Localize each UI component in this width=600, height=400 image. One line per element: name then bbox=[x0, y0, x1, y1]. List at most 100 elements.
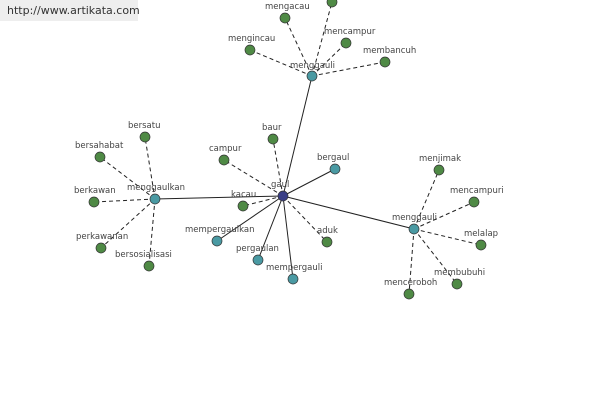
node-kacau-label: kacau bbox=[231, 190, 256, 200]
node-kacau[interactable]: kacau bbox=[231, 190, 256, 212]
node-bersatu-dot[interactable] bbox=[139, 131, 151, 143]
node-top-extra[interactable] bbox=[326, 0, 338, 8]
node-menceroboh[interactable]: menceroboh bbox=[384, 278, 437, 300]
node-berkawan[interactable]: berkawan bbox=[74, 186, 116, 208]
node-bergaul[interactable]: bergaul bbox=[317, 153, 349, 175]
node-mengincau-dot[interactable] bbox=[244, 44, 256, 56]
node-mengacau-label: mengacau bbox=[265, 2, 310, 12]
edge-menggauli-top-mengincau bbox=[249, 49, 313, 77]
node-gaul-label: gaul bbox=[271, 180, 289, 190]
node-membancuh[interactable]: membancuh bbox=[363, 46, 416, 68]
node-mengincau[interactable]: mengincau bbox=[228, 34, 275, 56]
node-pergaulan-dot[interactable] bbox=[252, 254, 264, 266]
edge-menggauli-right-menjimak bbox=[413, 169, 440, 230]
edge-gaul-mempergauli bbox=[282, 195, 294, 280]
edge-gaul-mempergaulkan bbox=[216, 195, 284, 242]
edge-menggauli-right-menceroboh bbox=[408, 228, 415, 295]
node-mencampuri-dot[interactable] bbox=[468, 196, 480, 208]
node-menjimak-label: menjimak bbox=[419, 154, 461, 164]
node-campur-dot[interactable] bbox=[218, 154, 230, 166]
edge-gaul-menggaulkan bbox=[154, 195, 284, 200]
node-bersatu-label: bersatu bbox=[128, 121, 160, 131]
graph-nodes: gaul menggauli menggaulkan menggauli bergaul… bbox=[74, 0, 504, 300]
node-baur-dot[interactable] bbox=[267, 133, 279, 145]
node-membubuhi-dot[interactable] bbox=[451, 278, 463, 290]
node-bersahabat-label: bersahabat bbox=[75, 141, 124, 151]
node-menceroboh-label: menceroboh bbox=[384, 278, 437, 288]
node-mempergaulkan-label: mempergaulkan bbox=[185, 225, 254, 235]
edge-gaul-bergaul bbox=[282, 168, 336, 197]
node-membancuh-dot[interactable] bbox=[379, 56, 391, 68]
edge-menggaulkan-bersahabat bbox=[99, 156, 156, 200]
node-campur[interactable]: campur bbox=[209, 144, 242, 166]
node-menggauli-right[interactable]: menggauli bbox=[392, 213, 437, 235]
edge-gaul-menggauli-right bbox=[282, 195, 415, 230]
node-bersosialisasi[interactable]: bersosialisasi bbox=[115, 250, 172, 272]
node-aduk[interactable]: aduk bbox=[317, 226, 338, 248]
node-gaul-dot[interactable] bbox=[277, 190, 289, 202]
node-menggauli-right-dot[interactable] bbox=[408, 223, 420, 235]
node-mempergaulkan-dot[interactable] bbox=[211, 235, 223, 247]
node-berkawan-dot[interactable] bbox=[88, 196, 100, 208]
edge-menggauli-top-mengacau bbox=[284, 17, 313, 77]
node-kacau-dot[interactable] bbox=[237, 200, 249, 212]
node-mencampuri[interactable]: mencampuri bbox=[450, 186, 504, 208]
node-menggauli-right-label: menggauli bbox=[392, 213, 437, 223]
node-top-extra-dot[interactable] bbox=[326, 0, 338, 8]
edge-menggauli-top-membancuh bbox=[311, 61, 386, 77]
node-mempergauli[interactable]: mempergauli bbox=[266, 263, 322, 285]
node-melalap[interactable]: melalap bbox=[464, 229, 498, 251]
node-mempergauli-dot[interactable] bbox=[287, 273, 299, 285]
edge-menggaulkan-bersatu bbox=[144, 136, 156, 200]
edge-gaul-pergaulan bbox=[257, 195, 284, 261]
node-bersatu[interactable]: bersatu bbox=[128, 121, 160, 143]
node-bersahabat[interactable]: bersahabat bbox=[75, 141, 124, 163]
node-menggauli-top[interactable]: menggauli bbox=[290, 61, 335, 82]
node-menggauli-top-label: menggauli bbox=[290, 61, 335, 71]
node-menjimak[interactable]: menjimak bbox=[419, 154, 461, 176]
node-membubuhi-label: membubuhi bbox=[434, 268, 485, 278]
node-mempergaulkan[interactable]: mempergaulkan bbox=[185, 225, 254, 247]
edge-menggaulkan-berkawan bbox=[93, 198, 156, 203]
node-pergaulan[interactable]: pergaulan bbox=[236, 244, 279, 266]
node-membubuhi[interactable]: membubuhi bbox=[434, 268, 485, 290]
node-menggauli-top-dot[interactable] bbox=[306, 70, 318, 82]
node-bersahabat-dot[interactable] bbox=[94, 151, 106, 163]
node-menggaulkan-dot[interactable] bbox=[149, 193, 161, 205]
node-mengincau-label: mengincau bbox=[228, 34, 275, 44]
node-baur-label: baur bbox=[262, 123, 282, 133]
edge-gaul-aduk bbox=[282, 195, 328, 243]
source-url-banner[interactable]: http://www.artikata.com bbox=[0, 0, 140, 21]
node-perkawanan-label: perkawanan bbox=[76, 232, 128, 242]
node-perkawanan[interactable]: perkawanan bbox=[76, 232, 128, 254]
node-mempergauli-label: mempergauli bbox=[266, 263, 322, 273]
node-mengacau[interactable]: mengacau bbox=[265, 2, 310, 24]
node-campur-label: campur bbox=[209, 144, 242, 154]
node-mengacau-dot[interactable] bbox=[279, 12, 291, 24]
node-menggaulkan-label: menggaulkan bbox=[127, 183, 185, 193]
node-mencampur[interactable]: mencampur bbox=[324, 27, 376, 49]
node-bergaul-label: bergaul bbox=[317, 153, 349, 163]
node-aduk-dot[interactable] bbox=[321, 236, 333, 248]
node-bergaul-dot[interactable] bbox=[329, 163, 341, 175]
node-menggaulkan[interactable]: menggaulkan bbox=[127, 183, 185, 205]
node-bersosialisasi-dot[interactable] bbox=[143, 260, 155, 272]
node-mencampur-label: mencampur bbox=[324, 27, 376, 37]
node-membancuh-label: membancuh bbox=[363, 46, 416, 56]
edge-menggauli-top-mencampur bbox=[311, 42, 347, 77]
node-mencampur-dot[interactable] bbox=[340, 37, 352, 49]
node-mencampuri-label: mencampuri bbox=[450, 186, 504, 196]
node-melalap-dot[interactable] bbox=[475, 239, 487, 251]
node-pergaulan-label: pergaulan bbox=[236, 244, 279, 254]
node-gaul[interactable]: gaul bbox=[271, 180, 289, 202]
node-menceroboh-dot[interactable] bbox=[403, 288, 415, 300]
node-aduk-label: aduk bbox=[317, 226, 338, 236]
edge-menggauli-right-mencampuri bbox=[413, 201, 475, 230]
node-bersosialisasi-label: bersosialisasi bbox=[115, 250, 172, 260]
edge-menggauli-top-top-extra bbox=[311, 1, 333, 77]
edge-gaul-menggauli-top bbox=[282, 75, 313, 197]
node-perkawanan-dot[interactable] bbox=[95, 242, 107, 254]
node-baur[interactable]: baur bbox=[262, 123, 282, 145]
node-berkawan-label: berkawan bbox=[74, 186, 116, 196]
node-menjimak-dot[interactable] bbox=[433, 164, 445, 176]
